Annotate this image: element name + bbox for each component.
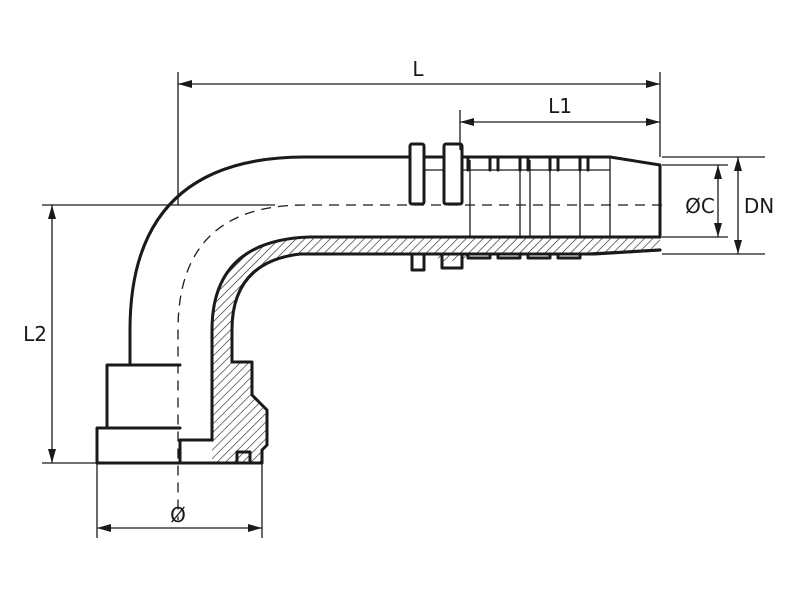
label-DN: DN bbox=[744, 194, 774, 218]
label-L2: L2 bbox=[23, 322, 47, 346]
elbow-bottom-outline bbox=[95, 248, 662, 465]
dimension-L2 bbox=[42, 204, 275, 464]
dimension-C bbox=[662, 164, 728, 238]
elbow-inner-outline bbox=[210, 235, 662, 442]
elbow-outer-outline bbox=[128, 155, 412, 367]
label-C: ØC bbox=[685, 194, 715, 218]
flange-inner-lines bbox=[105, 426, 214, 465]
dimension-DN bbox=[662, 156, 765, 255]
dimension-L bbox=[177, 72, 661, 205]
wall-section-hatch bbox=[212, 237, 660, 463]
hose-tail-upper bbox=[408, 142, 662, 239]
label-L: L bbox=[412, 57, 424, 81]
label-L1: L1 bbox=[548, 94, 572, 118]
dimension-L1 bbox=[459, 110, 660, 150]
centerline bbox=[177, 204, 662, 520]
dimension-flange-diameter bbox=[96, 463, 263, 538]
flange-notch bbox=[235, 450, 252, 465]
label-diameter: Ø bbox=[170, 503, 186, 527]
